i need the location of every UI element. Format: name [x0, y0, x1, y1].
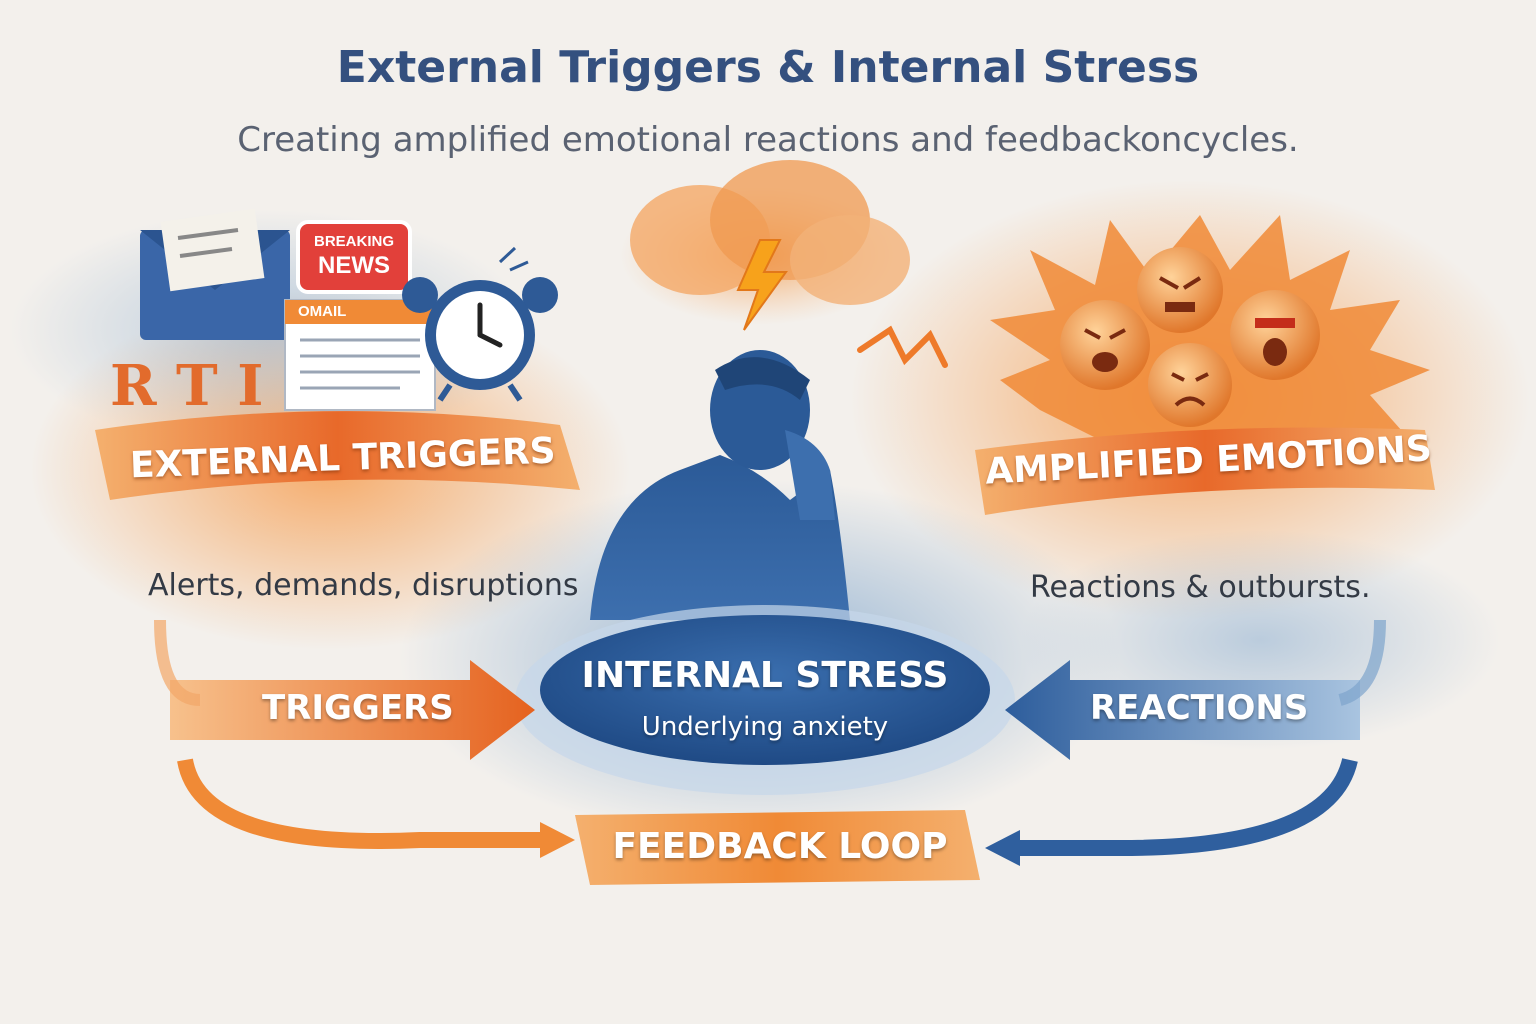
amplified-emotions-caption: Reactions & outbursts. [1030, 570, 1371, 605]
internal-stress-subtitle: Underlying anxiety [641, 712, 889, 742]
angry-face-icon [1060, 300, 1150, 390]
feedback-right-arrowhead [985, 830, 1020, 866]
page-title: External Triggers & Internal Stress [336, 42, 1200, 93]
right-curve-down [1338, 619, 1386, 706]
feedback-loop-label: FEEDBACK LOOP [612, 826, 948, 867]
shouting-face-icon [1230, 290, 1320, 380]
mail-label: OMAIL [298, 303, 347, 320]
reactions-arrow [1005, 660, 1360, 760]
breaking-news-badge [296, 220, 412, 294]
external-triggers-caption: Alerts, demands, disruptions [148, 568, 579, 603]
triggers-arrow [170, 660, 535, 760]
internal-stress-title: INTERNAL STRESS [581, 655, 949, 696]
svg-text:R T I: R T I [110, 353, 263, 419]
feedback-right-curve [1015, 757, 1358, 857]
reactions-arrow-label: REACTIONS [1090, 688, 1309, 728]
external-triggers-banner [95, 411, 580, 500]
lightning-icon [736, 239, 788, 331]
page-subtitle: Creating amplified emotional reactions a… [237, 120, 1299, 160]
left-curve-down [154, 619, 201, 706]
mail-document-icon [284, 299, 436, 411]
alarm-clock-icon [402, 246, 558, 402]
envelope-icon [140, 208, 290, 340]
furious-face-icon [1137, 247, 1223, 333]
feedback-left-curve [177, 758, 545, 849]
warning-letters-decoration: R T I [110, 353, 263, 419]
amplified-emotions-banner [975, 427, 1435, 515]
frowning-face-icon [1148, 343, 1232, 427]
person-icon [590, 350, 850, 620]
feedback-loop-banner [575, 810, 980, 885]
breaking-news-line2: NEWS [318, 252, 390, 279]
triggers-arrow-label: TRIGGERS [262, 688, 454, 728]
feedback-left-arrowhead [540, 822, 575, 858]
breaking-news-line1: BREAKING [313, 233, 394, 250]
zigzag-line [857, 325, 948, 368]
internal-stress-oval [540, 615, 990, 765]
